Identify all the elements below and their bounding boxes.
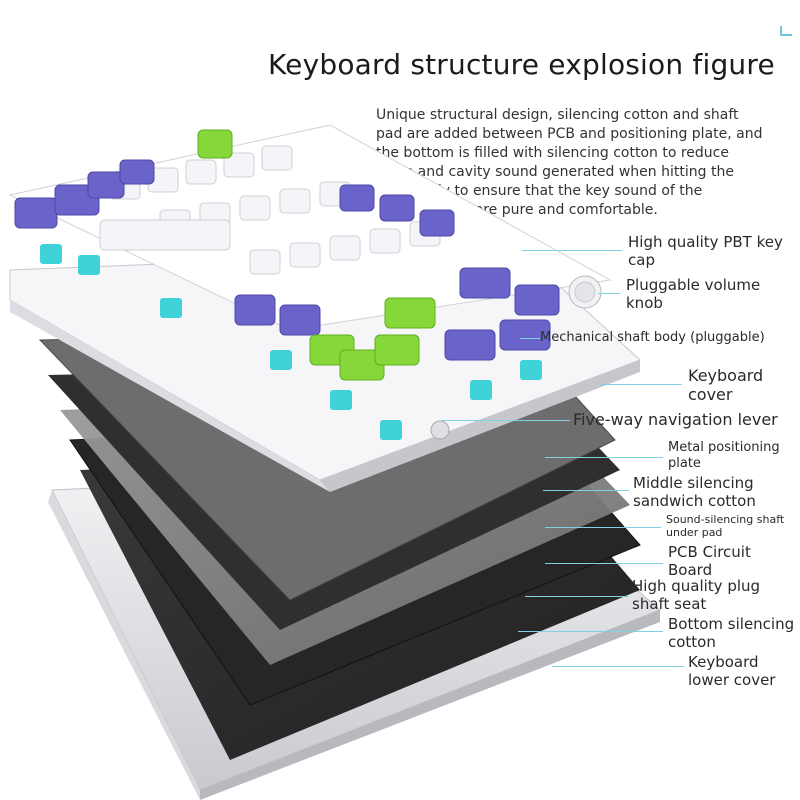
leader-metal-plate bbox=[545, 457, 663, 458]
label-pcb: PCB Circuit Board bbox=[668, 543, 751, 579]
label-shaft-seat: High quality plug shaft seat bbox=[632, 577, 761, 613]
leader-pbt-keycap bbox=[522, 250, 622, 251]
switch-row bbox=[40, 244, 542, 440]
leader-keyboard-cover bbox=[600, 384, 682, 385]
label-bottom-cotton: Bottom silencing cotton bbox=[668, 615, 795, 651]
keycap-deck bbox=[8, 124, 612, 381]
leader-middle-cotton bbox=[543, 490, 629, 491]
leader-shaft-body bbox=[520, 338, 540, 339]
label-shaft-body: Mechanical shaft body (pluggable) bbox=[540, 330, 765, 345]
label-keyboard-cover: Keyboard cover bbox=[688, 366, 764, 405]
leader-shaft-seat bbox=[525, 596, 629, 597]
label-shaft-pad: Sound-silencing shaft under pad bbox=[666, 513, 785, 540]
leader-lower-cover bbox=[552, 666, 684, 667]
leader-volume-knob bbox=[598, 293, 620, 294]
leader-pcb bbox=[545, 563, 663, 564]
corner-mark-icon bbox=[780, 26, 792, 36]
description-text: Unique structural design, silencing cott… bbox=[376, 107, 763, 218]
label-metal-plate: Metal positioning plate bbox=[668, 440, 780, 471]
label-lower-cover: Keyboard lower cover bbox=[688, 653, 776, 689]
label-volume-knob: Pluggable volume knob bbox=[626, 276, 761, 312]
leader-shaft-pad bbox=[545, 527, 661, 528]
keyboard-explosion-illustration bbox=[8, 124, 661, 800]
label-pbt-keycap: High quality PBT key cap bbox=[628, 233, 783, 269]
label-nav-lever: Five-way navigation lever bbox=[573, 410, 778, 429]
leader-bottom-cotton bbox=[518, 631, 663, 632]
leader-nav-lever bbox=[442, 420, 570, 421]
page-title: Keyboard structure explosion figure bbox=[268, 48, 775, 81]
label-middle-cotton: Middle silencing sandwich cotton bbox=[633, 474, 756, 510]
